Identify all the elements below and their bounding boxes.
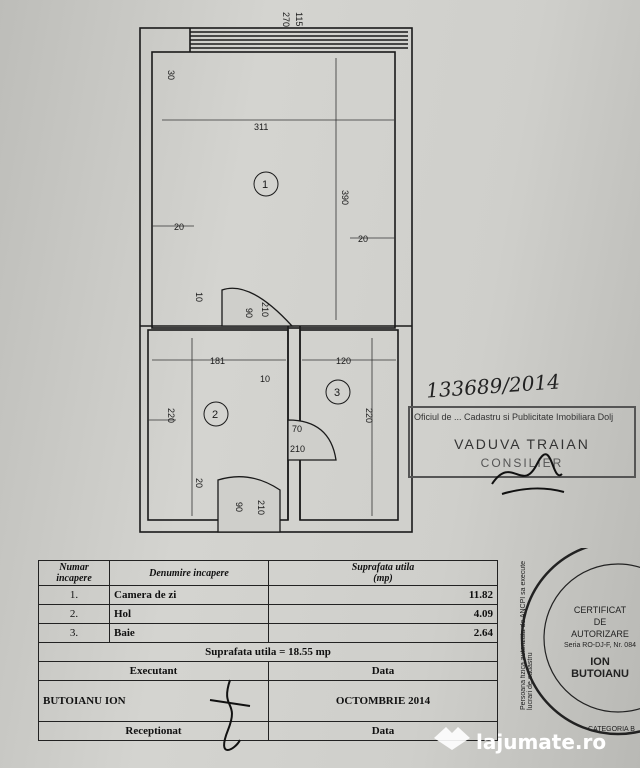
stamp-role: CONSILIER	[480, 456, 564, 470]
door-entry-width: 90	[234, 502, 244, 512]
door1-width: 90	[244, 308, 254, 318]
dim-311: 311	[254, 122, 268, 132]
row-area: 11.82	[268, 585, 498, 605]
row-nr: 1.	[38, 585, 110, 605]
receptionat-label: Receptionat	[38, 721, 269, 741]
executant-date: OCTOMBRIE 2014	[268, 680, 498, 722]
row-area: 4.09	[268, 604, 498, 624]
row-nr: 2.	[38, 604, 110, 624]
stamp-name: VADUVA TRAIAN	[454, 436, 590, 452]
door3-height: 210	[290, 444, 305, 454]
col-header-area: Suprafata utila(mp)	[268, 560, 498, 586]
door3-width: 70	[292, 424, 302, 434]
stamp-header: Oficiul de ... Cadastru si Publicitate I…	[414, 412, 614, 422]
room-1-marker: 1	[262, 179, 268, 191]
total-area: Suprafata utila = 18.55 mp	[38, 642, 498, 662]
dim-120: 120	[336, 356, 351, 366]
seal-category: CATEGORIA B	[588, 726, 635, 733]
door1-height: 210	[260, 302, 270, 317]
dim-20-bottom: 20	[194, 478, 204, 488]
executant-signature-icon	[209, 679, 251, 751]
watermark-logo-icon	[434, 727, 470, 750]
authorization-seal	[520, 548, 640, 736]
floor-plan: 270 115 30 311 390 20 20 10 90 210 181 1…	[139, 12, 413, 533]
date-label: Data	[268, 661, 498, 681]
dim-390: 390	[340, 190, 350, 205]
table-row: 2. Hol 4.09	[38, 604, 498, 624]
dim-10-upper: 10	[194, 292, 204, 302]
row-name: Baie	[109, 623, 269, 643]
dim-30: 30	[166, 70, 176, 80]
table-row: 1. Camera de zi 11.82	[38, 585, 498, 605]
dim-20-left: 20	[174, 222, 184, 232]
room-3-marker: 3	[334, 387, 340, 399]
dim-top-inner: 115	[294, 12, 304, 26]
dim-181: 181	[210, 356, 225, 366]
signature-icon	[491, 453, 565, 495]
seal-ring-text: Persoana fizica autorizata de ANCPI sa e…	[520, 560, 532, 710]
row-name: Camera de zi	[109, 585, 269, 605]
col-header-nr: Numar incapere	[38, 560, 110, 586]
table-row: 3. Baie 2.64	[38, 623, 498, 643]
seal-text: CERTIFICAT DE AUTORIZARE Seria RO-DJ-F, …	[564, 605, 636, 680]
row-name: Hol	[109, 604, 269, 624]
row-area: 2.64	[268, 623, 498, 643]
dim-10-hall: 10	[260, 374, 270, 384]
rooms-table: Numar incapere Denumire incapere Suprafa…	[38, 560, 498, 741]
dim-220-left: 220	[166, 408, 176, 423]
door-entry-height: 210	[256, 500, 266, 515]
dim-220-right: 220	[364, 408, 374, 423]
col-header-name: Denumire incapere	[109, 560, 269, 586]
official-stamp	[408, 406, 636, 478]
executant-name: BUTOIANU ION	[38, 680, 269, 722]
watermark-text: lajumate.ro	[476, 730, 607, 754]
row-nr: 3.	[38, 623, 110, 643]
room-2-marker: 2	[212, 409, 218, 421]
dim-20-right: 20	[358, 234, 368, 244]
dim-top-outer: 270	[281, 12, 291, 27]
